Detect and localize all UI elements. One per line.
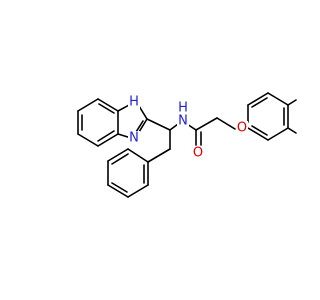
atom-labels: H N N H O O [128,95,248,161]
bond [107,184,129,198]
double-bond-inner [98,103,115,114]
bond [97,98,119,112]
bond [147,148,171,163]
amide-n-label: N [178,114,188,129]
bond-to-amide-n [169,123,179,131]
coumarin-pyranone-ring [287,99,297,134]
amide-linker [186,117,236,146]
bond [77,98,99,112]
double-bond-inner [111,182,128,193]
double-bond-inner [251,125,268,136]
bond [127,148,149,163]
bond [247,92,269,106]
alkyl-chain [146,118,179,163]
double-bond-inner [97,130,115,142]
benzimidazole-benzene-ring [77,98,119,147]
bond [77,133,99,147]
amide-carbonyl-o-label: O [193,146,203,161]
double-bond-inner [111,153,129,165]
double-bond-inner [135,120,144,133]
bond [97,133,119,147]
bond-to-ether-o [216,117,236,130]
label-backdrop [192,146,204,160]
imidazole-n-label: N [129,131,139,146]
molecule-diagram: H N N H O O [77,92,297,198]
bond [146,118,171,131]
label-backdrop [236,121,248,135]
imidazole-nh-label: H [129,95,139,110]
phenyl-ring [107,148,149,198]
amide-h-label: H [178,101,188,116]
bond [247,127,269,141]
coumarin-benzene-ring [243,92,289,141]
double-bond-inner [251,97,268,108]
bond [138,105,148,120]
bond [127,184,149,198]
ether-o-label: O [237,121,247,136]
bond [195,117,218,131]
label-backdrop [177,114,189,128]
bond [107,148,129,162]
bond [287,99,297,106]
bond [267,127,289,141]
label-backdrop [128,95,140,109]
label-backdrop [128,131,140,145]
bond [138,118,148,133]
bond [287,127,297,134]
bond [267,92,289,106]
structure-svg: H N N H O O [77,92,297,198]
